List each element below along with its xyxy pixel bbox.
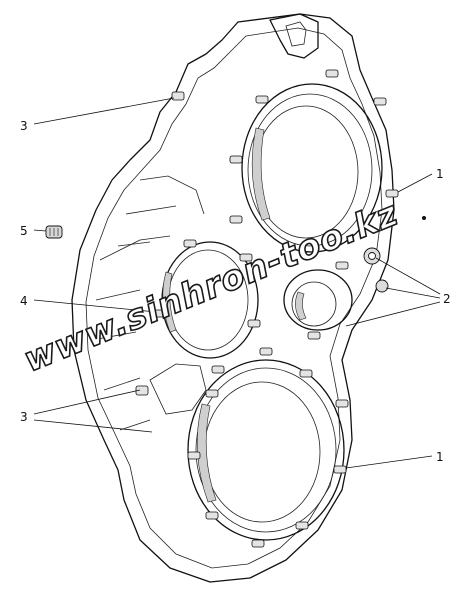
reference-dot	[422, 216, 426, 220]
dowel-pin	[363, 247, 381, 265]
stud	[211, 365, 225, 374]
stud	[299, 369, 313, 378]
callout-3-bottom: 3	[20, 410, 28, 424]
callout-labels: 3 5 4 3 1 2 1	[20, 119, 451, 464]
stud	[385, 189, 399, 198]
plug-screw	[45, 225, 63, 239]
stud	[251, 539, 265, 548]
callout-2: 2	[443, 292, 451, 306]
stud	[373, 97, 387, 106]
stud	[333, 465, 347, 474]
stud	[239, 253, 253, 262]
bolt-top	[171, 91, 185, 101]
studs	[151, 69, 399, 548]
lower-bearing-bore	[187, 359, 345, 541]
stud	[259, 347, 273, 356]
watermark-text: www.sinhron-too.kz	[18, 193, 404, 380]
small-hub	[283, 269, 353, 331]
upper-bearing-bore	[241, 83, 383, 253]
callout-1-bottom: 1	[436, 450, 444, 464]
stud	[205, 511, 219, 520]
dowel-pins	[363, 247, 389, 293]
dowel-pin	[375, 279, 389, 293]
stud	[335, 261, 349, 270]
watermark: www.sinhron-too.kz	[18, 193, 405, 382]
stud	[335, 399, 349, 408]
callout-1-top: 1	[436, 167, 444, 181]
stud	[229, 155, 243, 164]
stud	[307, 331, 321, 340]
callout-3-top: 3	[20, 119, 28, 133]
middle-bore	[161, 241, 259, 359]
stud	[187, 451, 201, 460]
stud	[183, 239, 197, 248]
stud	[295, 521, 309, 530]
stud	[229, 215, 243, 224]
stud	[247, 319, 261, 328]
callout-4: 4	[20, 294, 28, 308]
stud	[255, 95, 269, 104]
callout-5: 5	[20, 224, 28, 238]
stud	[325, 69, 339, 78]
leader-lines	[33, 97, 441, 469]
stud	[205, 389, 219, 398]
gear-housing	[71, 13, 395, 583]
